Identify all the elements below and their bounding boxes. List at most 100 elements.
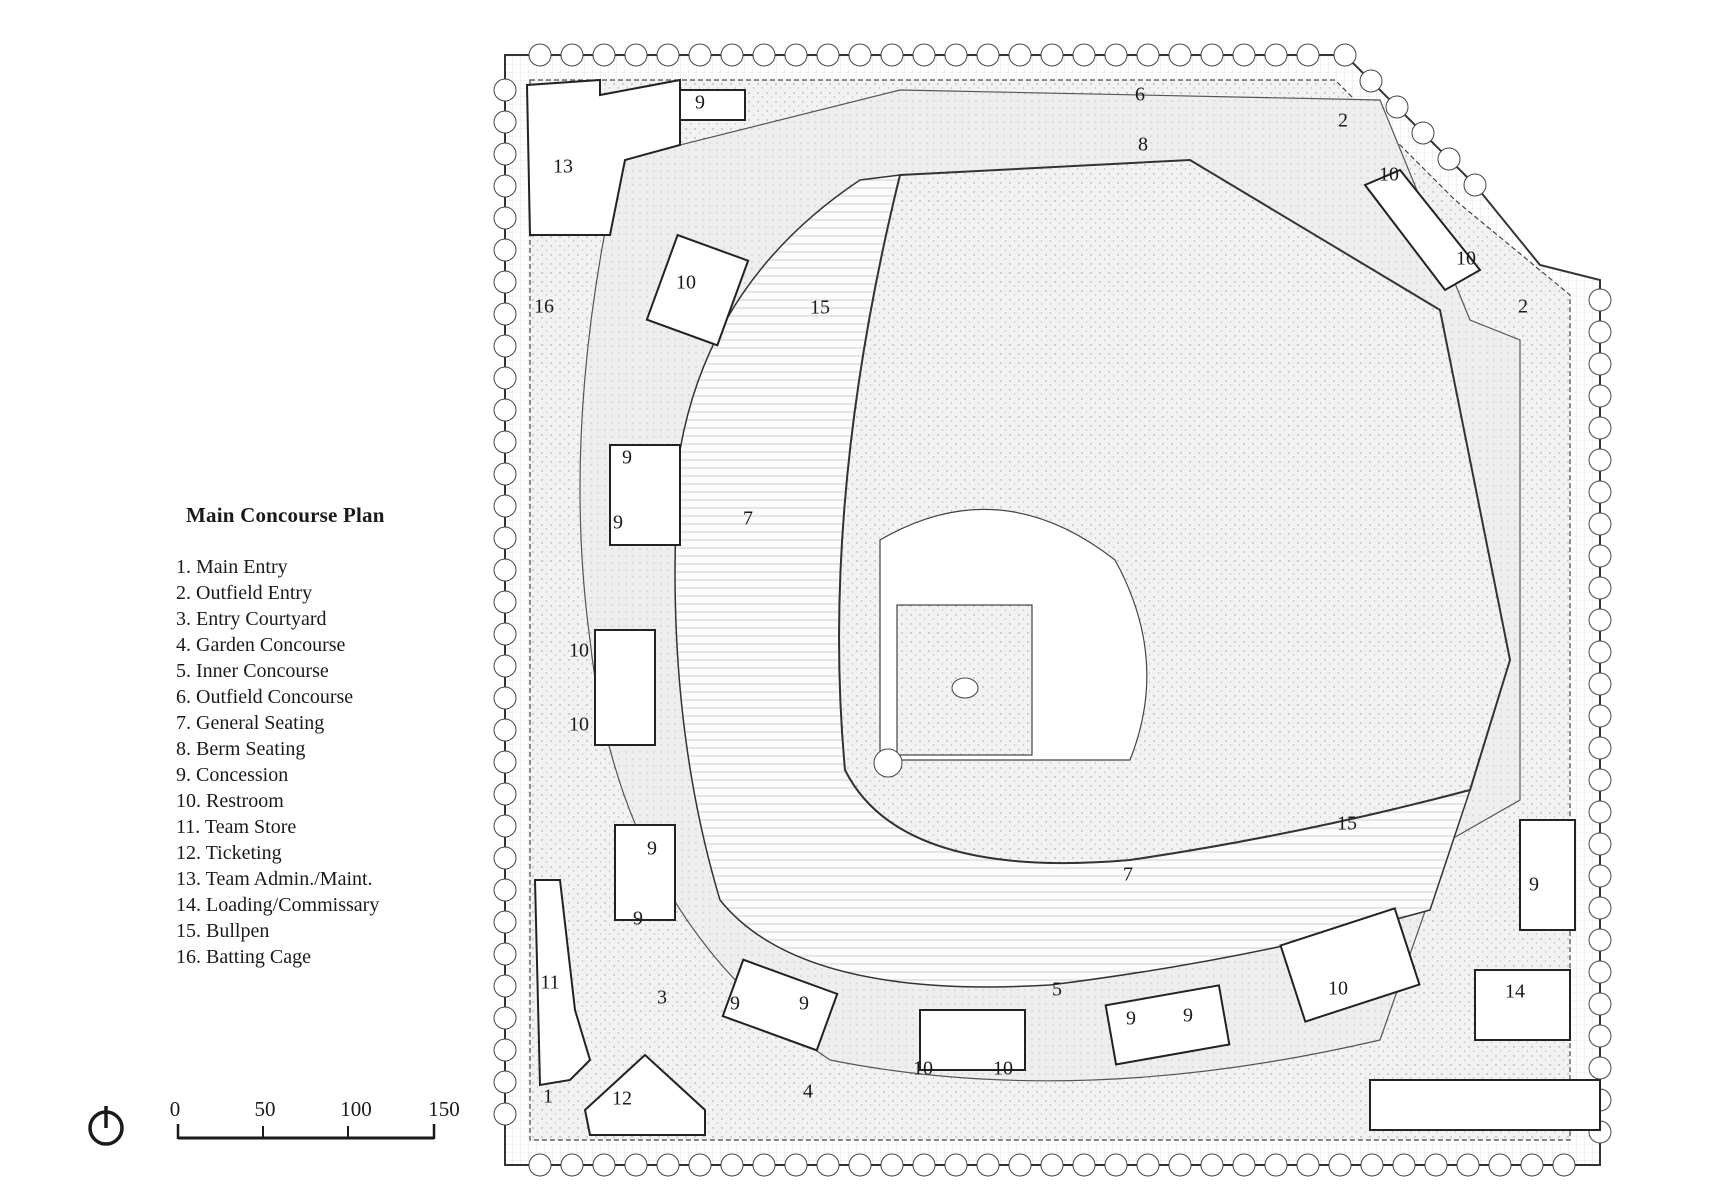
tree-icon [493, 558, 517, 582]
tree-icon [1437, 147, 1461, 171]
tree-icon [1359, 69, 1383, 93]
tree-icon [493, 910, 517, 934]
plan-label: 15 [810, 297, 830, 319]
tree-icon [1588, 352, 1612, 376]
tree-icon [493, 1102, 517, 1126]
tree-icon [912, 43, 936, 67]
tree-icon [880, 1153, 904, 1177]
tree-icon [493, 78, 517, 102]
tree-icon [1296, 1153, 1320, 1177]
plan-label: 10 [569, 640, 589, 662]
concession-left [609, 444, 681, 546]
tree-icon [1168, 43, 1192, 67]
commissary-building [1369, 1079, 1601, 1131]
tree-icon [493, 846, 517, 870]
plan-label: 9 [622, 447, 632, 469]
plan-label: 7 [743, 508, 753, 530]
legend-item: 6. Outfield Concourse [176, 686, 354, 708]
legend-item: 5. Inner Concourse [176, 660, 329, 682]
plan-label: 9 [730, 993, 740, 1015]
legend-item: 1. Main Entry [176, 556, 288, 578]
tree-icon [784, 1153, 808, 1177]
tree-icon [1232, 1153, 1256, 1177]
plan-label: 9 [695, 92, 705, 114]
scale-tick-100: 100 [340, 1097, 372, 1121]
pitchers-mound [951, 677, 979, 699]
scale-tick-150: 150 [428, 1097, 460, 1121]
tree-icon [1008, 43, 1032, 67]
tree-icon [493, 878, 517, 902]
tree-icon [1588, 992, 1612, 1016]
tree-icon [624, 1153, 648, 1177]
tree-icon [1588, 640, 1612, 664]
plan-label: 14 [1505, 981, 1525, 1003]
tree-icon [784, 43, 808, 67]
tree-icon [976, 43, 1000, 67]
tree-icon [560, 1153, 584, 1177]
legend-item: 10. Restroom [176, 790, 284, 812]
tree-icon [493, 590, 517, 614]
legend-item: 16. Batting Cage [176, 946, 311, 968]
tree-icon [493, 110, 517, 134]
tree-icon [1588, 608, 1612, 632]
tree-icon [624, 43, 648, 67]
restroom-left-mid [594, 629, 656, 746]
tree-icon [880, 43, 904, 67]
concession-lower [721, 958, 839, 1052]
plan-label: 10 [676, 272, 696, 294]
tree-icon [493, 814, 517, 838]
tree-icon [944, 43, 968, 67]
legend-item: 14. Loading/Commissary [176, 894, 380, 916]
tree-icon [1264, 1153, 1288, 1177]
tree-icon [493, 974, 517, 998]
tree-icon [493, 462, 517, 486]
tree-icon [493, 718, 517, 742]
plan-label: 12 [612, 1088, 632, 1110]
tree-icon [816, 43, 840, 67]
tree-icon [1200, 1153, 1224, 1177]
tree-icon [493, 622, 517, 646]
plan-label: 9 [647, 838, 657, 860]
tree-icon [1588, 832, 1612, 856]
perimeter-trees [493, 43, 1612, 1177]
plan-label: 9 [1126, 1008, 1136, 1030]
legend-item: 4. Garden Concourse [176, 634, 346, 656]
tree-icon [1264, 43, 1288, 67]
tree-icon [493, 174, 517, 198]
legend-item: 12. Ticketing [176, 842, 282, 864]
tree-icon [493, 366, 517, 390]
tree-icon [1168, 1153, 1192, 1177]
tree-icon [1296, 43, 1320, 67]
tree-icon [1588, 288, 1612, 312]
legend-list: 1. Main Entry 2. Outfield Entry 3. Entry… [168, 554, 468, 970]
concession-right [1104, 984, 1231, 1066]
tree-icon [1456, 1153, 1480, 1177]
tree-icon [493, 430, 517, 454]
tree-icon [592, 1153, 616, 1177]
legend-item: 9. Concession [176, 764, 289, 786]
legend-item: 3. Entry Courtyard [176, 608, 327, 630]
tree-icon [1008, 1153, 1032, 1177]
north-arrow-icon [88, 1106, 124, 1146]
restroom-left-upper [645, 233, 750, 347]
tree-icon [528, 43, 552, 67]
plan-label: 13 [553, 156, 573, 178]
tree-icon [493, 654, 517, 678]
plan-label: 10 [1379, 164, 1399, 186]
scale-bar: 0 50 100 150 [170, 1097, 460, 1140]
plan-label: 5 [1052, 979, 1062, 1001]
plan-label: 10 [1328, 978, 1348, 1000]
tree-icon [560, 43, 584, 67]
plan-label: 10 [913, 1058, 933, 1080]
tree-icon [688, 43, 712, 67]
tree-icon [1392, 1153, 1416, 1177]
concession-lower-left [614, 824, 676, 921]
plan-label: 1 [543, 1086, 553, 1108]
tree-icon [493, 686, 517, 710]
tree-icon [1588, 448, 1612, 472]
legend-item: 15. Bullpen [176, 920, 270, 942]
tree-icon [1588, 1024, 1612, 1048]
tree-icon [528, 1153, 552, 1177]
legend-item: 11. Team Store [176, 816, 297, 838]
tree-icon [493, 942, 517, 966]
